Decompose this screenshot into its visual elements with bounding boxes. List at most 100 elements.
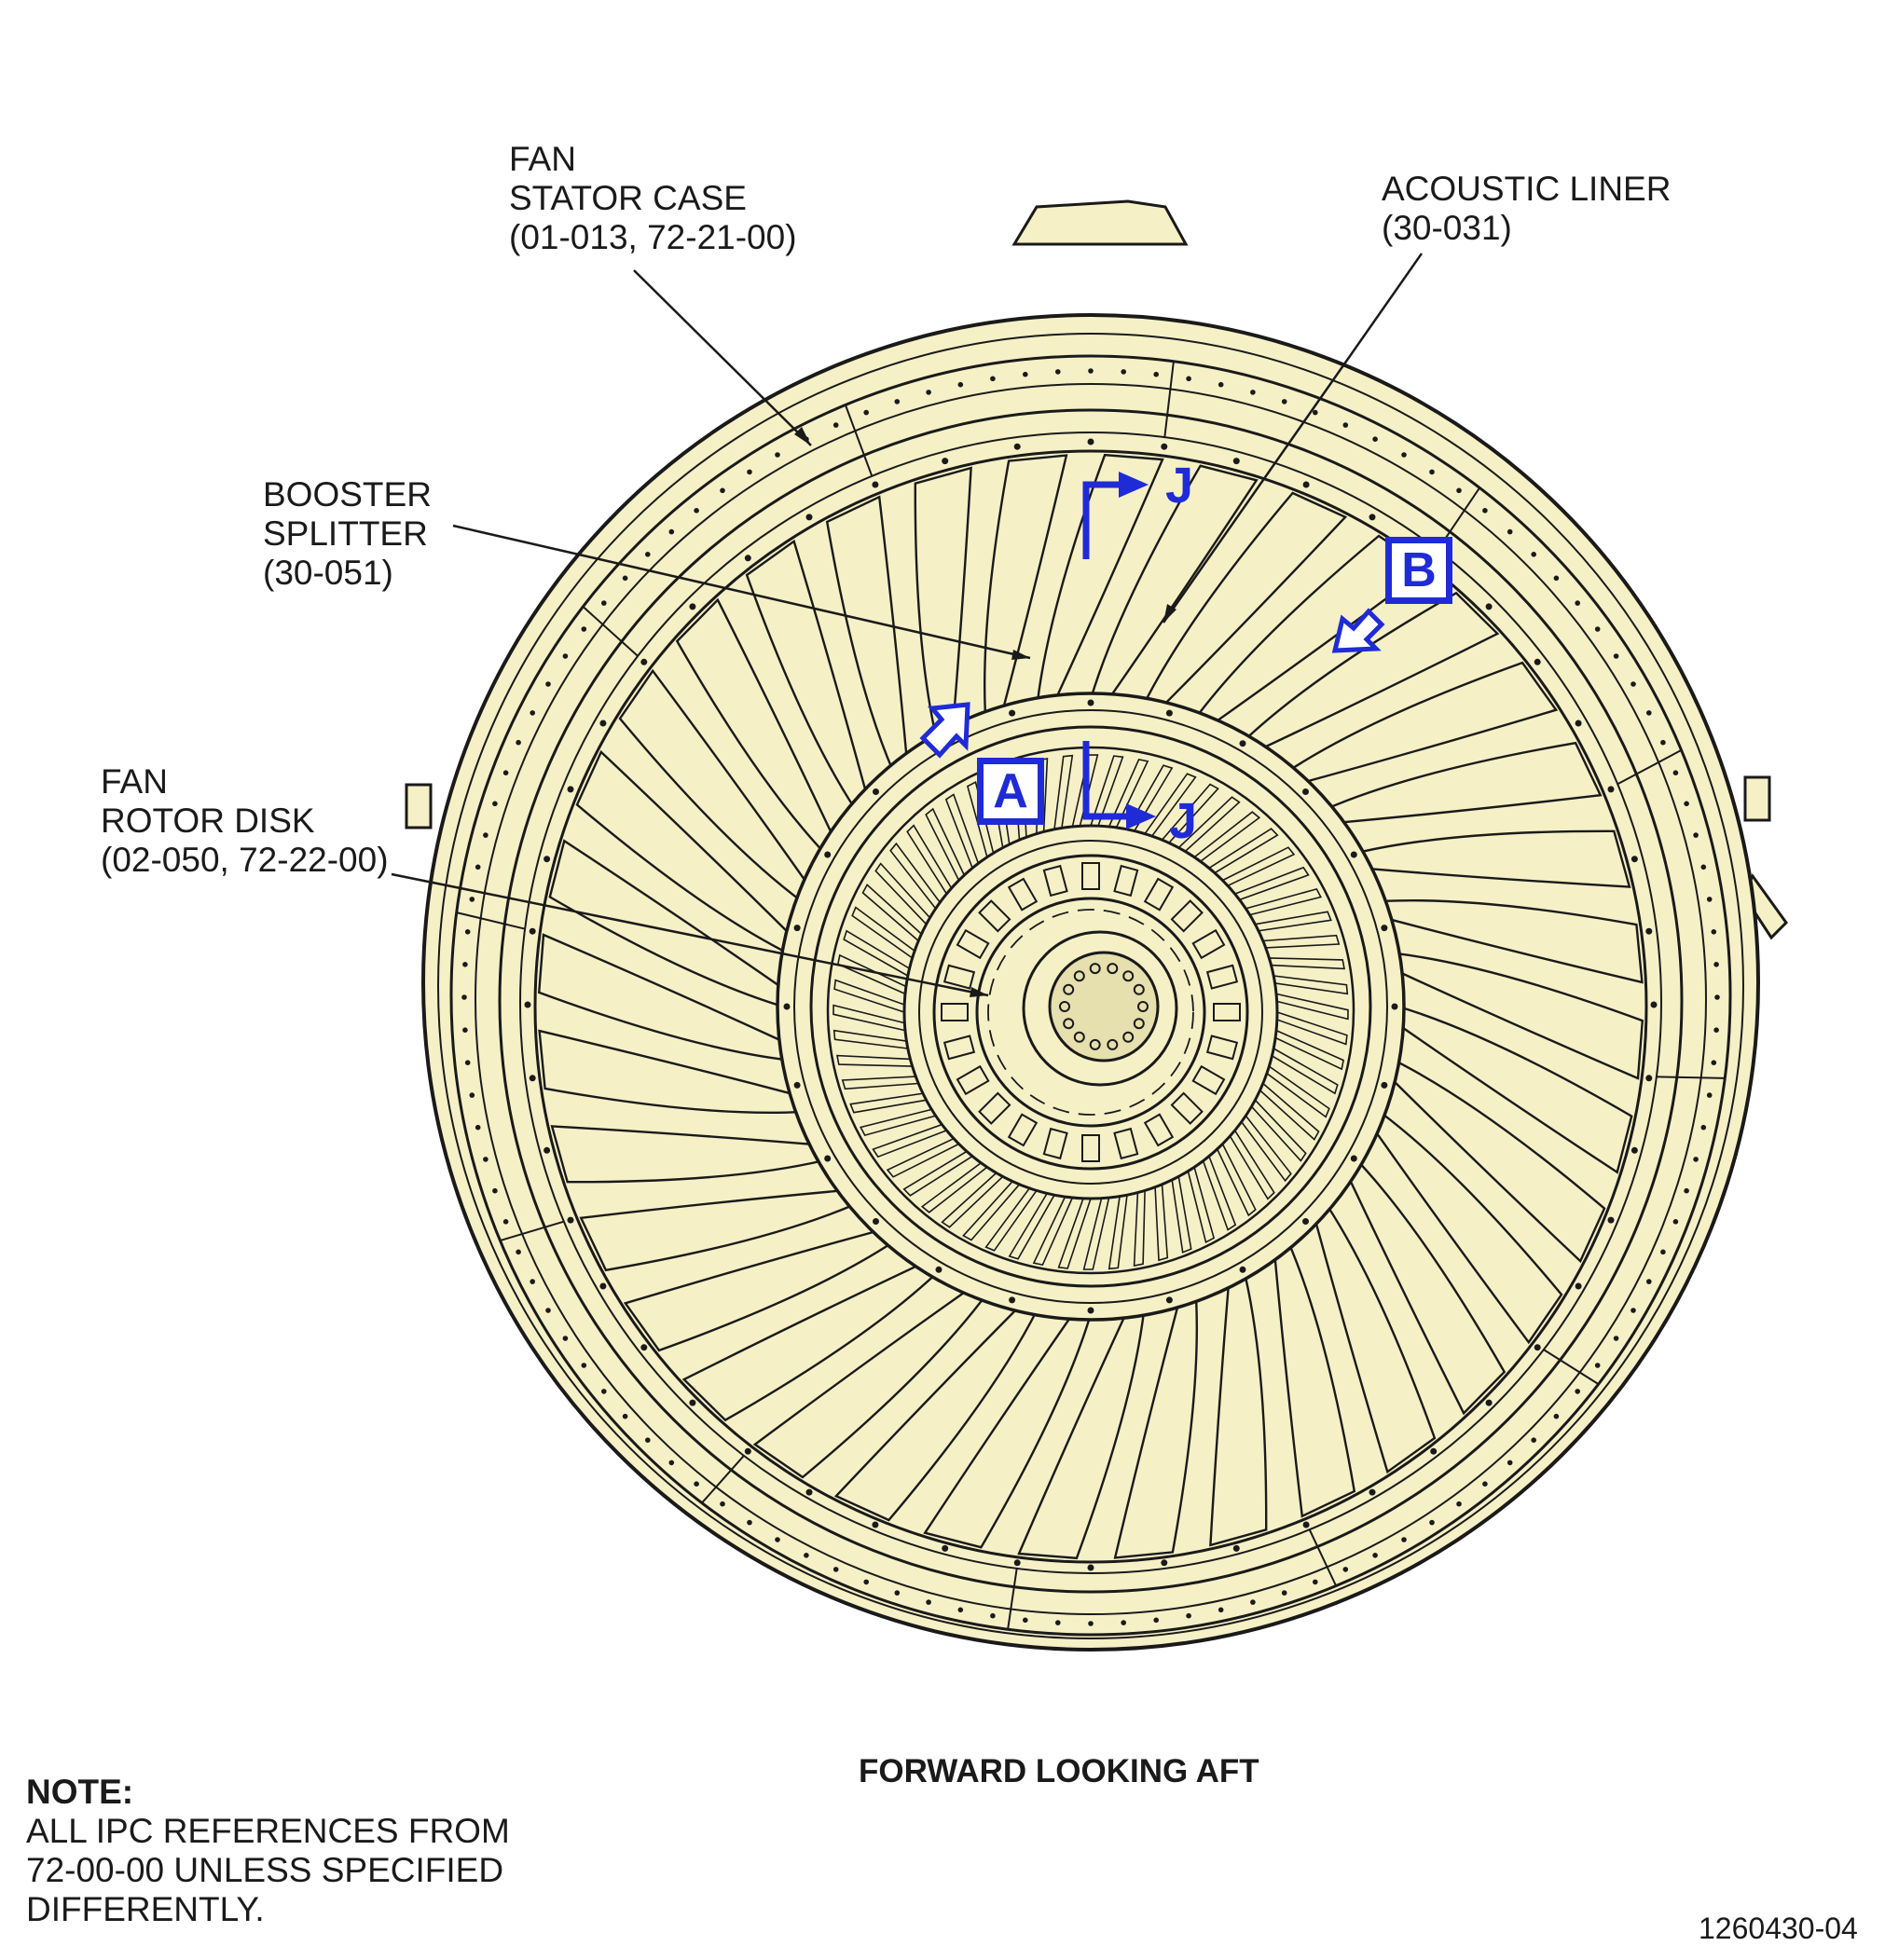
splitter-fastener: [1381, 1081, 1388, 1089]
liner-fastener: [1087, 1564, 1094, 1571]
flange-bolt-hole: [1706, 897, 1713, 902]
flange-bolt-hole: [530, 710, 535, 716]
liner-fastener: [1630, 1146, 1638, 1154]
detail-a-box[interactable]: A: [977, 758, 1044, 825]
fan-blade: [1388, 1058, 1606, 1264]
flange-bolt-hole: [462, 1027, 468, 1033]
disk-slot: [1191, 928, 1226, 960]
flange-bolt-hole: [516, 1249, 521, 1255]
splitter-fastener: [793, 925, 801, 932]
callout-line: (30-051): [263, 554, 393, 592]
liner-fastener: [872, 1521, 879, 1528]
fan-rotor-disk-label: FAN ROTOR DISK (02-050, 72-22-00): [101, 762, 389, 880]
liner-fastener: [1369, 514, 1376, 521]
section-j-arrowhead-top: [1119, 472, 1149, 498]
note-heading: NOTE:: [26, 1773, 134, 1811]
liner-fastener: [1607, 786, 1615, 793]
flange-bolt-hole: [1613, 1336, 1619, 1341]
bore-spline: [1133, 1018, 1145, 1030]
fan-blade: [1313, 1202, 1437, 1474]
liner-fastener: [1013, 443, 1021, 450]
flange-bolt-hole: [1630, 1308, 1636, 1313]
flange-bolt-hole: [464, 929, 471, 935]
flange-bolt-hole: [832, 1567, 839, 1572]
fan-blade: [575, 749, 793, 955]
flange-bolt-hole: [1594, 1363, 1601, 1368]
liner-fastener: [1430, 1447, 1438, 1455]
flange-bolt-hole: [1553, 575, 1560, 582]
flange-bolt-hole: [957, 381, 964, 388]
leader-fan-stator-case: [633, 269, 812, 446]
flange-bolt-hole: [502, 770, 509, 775]
flange-bolt-hole: [1711, 1060, 1717, 1065]
flange-bolt-hole: [1313, 409, 1318, 416]
bore-spline: [1122, 970, 1135, 982]
disk-slot: [1170, 899, 1204, 933]
splitter-fastener: [1239, 740, 1246, 747]
flange-bolt-hole: [483, 832, 488, 838]
flange-bolt-hole: [1023, 371, 1028, 377]
containment-ring: [519, 432, 1662, 1574]
section-j-label-bottom[interactable]: J: [1169, 793, 1198, 849]
liner-fastener: [1645, 1075, 1653, 1082]
callout-line: (02-050, 72-22-00): [101, 841, 389, 879]
liner-fastener: [1575, 1282, 1582, 1290]
flange-bolt-hole: [1531, 1437, 1536, 1443]
flange-bolt-hole: [492, 1187, 498, 1194]
detail-a-arrow-icon: [919, 702, 970, 759]
flange-bolt-hole: [957, 1607, 964, 1613]
fan-blade: [833, 1304, 1039, 1522]
liner-fastener: [689, 1399, 696, 1406]
flange-bolt-hole: [990, 1612, 996, 1619]
liner-fastener: [1161, 443, 1168, 450]
callout-line: (01-013, 72-21-00): [509, 218, 797, 256]
case-panel-seam: [1163, 361, 1175, 438]
note-line: DIFFERENTLY.: [26, 1890, 265, 1928]
disk-slot: [942, 1035, 976, 1061]
flange-bolt-hole: [530, 1279, 535, 1284]
disk-slot: [1007, 1113, 1039, 1147]
flange-bolt-hole: [1342, 1567, 1349, 1572]
flange-bolt-hole: [1507, 528, 1513, 535]
flange-inner-ring: [475, 383, 1707, 1615]
disk-slot: [1143, 877, 1175, 911]
flange-bolt-hole: [926, 390, 931, 395]
flange-bolt-hole: [469, 1092, 475, 1098]
flange-bolt-hole: [601, 600, 607, 606]
liner-fastener: [1087, 438, 1094, 445]
flange-bolt-hole: [894, 1590, 901, 1596]
flange-bolt-hole: [668, 1460, 675, 1466]
fan-blade: [623, 1228, 895, 1352]
flange-bolt-hole: [1713, 1027, 1719, 1033]
liner-fastener: [1645, 927, 1653, 935]
fan-blade: [1346, 1158, 1507, 1416]
flange-bolt-hole: [668, 528, 675, 535]
flange-bolt-hole: [1706, 1092, 1713, 1098]
splitter-fastener: [873, 788, 879, 795]
callout-line: FAN: [101, 762, 168, 801]
flange-bolt-hole: [1429, 1519, 1435, 1526]
flange-bolt-hole: [720, 1501, 725, 1507]
flange-bolt-hole: [1575, 600, 1580, 606]
disk-slot: [1081, 862, 1100, 890]
fan-blade: [1142, 491, 1348, 709]
flange-bolt-hole: [562, 653, 569, 659]
detail-b-box[interactable]: B: [1385, 537, 1452, 604]
bore-spline: [1073, 1031, 1085, 1043]
flange-bolt-hole: [694, 508, 699, 514]
section-j-label-top[interactable]: J: [1165, 458, 1194, 514]
fan-blade: [579, 1188, 858, 1272]
flange-bolt-hole: [1575, 1389, 1580, 1394]
flange-bolt-hole: [863, 409, 869, 416]
note-line: 72-00-00 UNLESS SPECIFIED: [26, 1851, 504, 1889]
callout-line: FAN: [509, 140, 576, 178]
splitter-fastener: [1302, 1218, 1309, 1225]
fan-stator-case-label: FAN STATOR CASE (01-013, 72-21-00): [509, 140, 797, 257]
disk-web-dashed: [987, 909, 1194, 1116]
flange-bolt-hole: [1531, 552, 1536, 557]
left-mount-lug: [405, 783, 433, 829]
disk-slot: [1042, 864, 1068, 898]
flange-bolt-hole: [1713, 962, 1719, 967]
flange-bolt-hole: [1700, 864, 1707, 870]
disk-slot: [1081, 1134, 1100, 1162]
